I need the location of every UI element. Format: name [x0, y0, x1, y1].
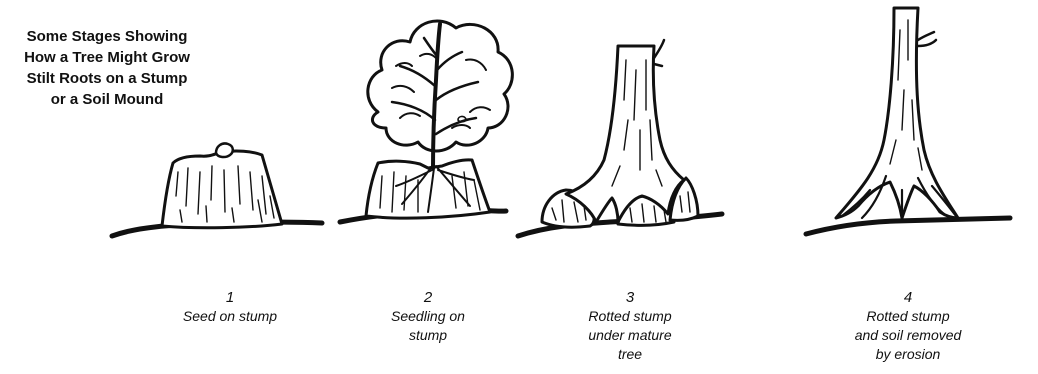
- trunk-4-stub: [918, 32, 936, 46]
- caption-line: Seed on stump: [130, 307, 330, 326]
- caption-line: and soil removed: [808, 326, 1008, 345]
- stage-number: 4: [808, 288, 1008, 307]
- stage-1-caption: 1 Seed on stump: [130, 288, 330, 326]
- caption-line: under mature: [530, 326, 730, 345]
- stage-2-drawing: [340, 21, 512, 222]
- stage-3-caption: 3 Rotted stump under mature tree: [530, 288, 730, 364]
- stage-2-caption: 2 Seedling on stump: [328, 288, 528, 345]
- stage-4-caption: 4 Rotted stump and soil removed by erosi…: [808, 288, 1008, 364]
- stage-number: 2: [328, 288, 528, 307]
- stage-number: 1: [130, 288, 330, 307]
- seed: [216, 143, 233, 157]
- mature-trunk-4: [836, 8, 958, 218]
- stage-3-drawing: [518, 40, 722, 236]
- stage-4-drawing: [806, 8, 1010, 234]
- stage-1-drawing: [112, 143, 322, 236]
- caption-line: Seedling on: [328, 307, 528, 326]
- ground-line-4: [806, 218, 1010, 234]
- caption-line: tree: [530, 345, 730, 364]
- caption-line: stump: [328, 326, 528, 345]
- stage-number: 3: [530, 288, 730, 307]
- caption-line: by erosion: [808, 345, 1008, 364]
- caption-line: Rotted stump: [808, 307, 1008, 326]
- caption-line: Rotted stump: [530, 307, 730, 326]
- trunk-3-stub: [654, 40, 664, 66]
